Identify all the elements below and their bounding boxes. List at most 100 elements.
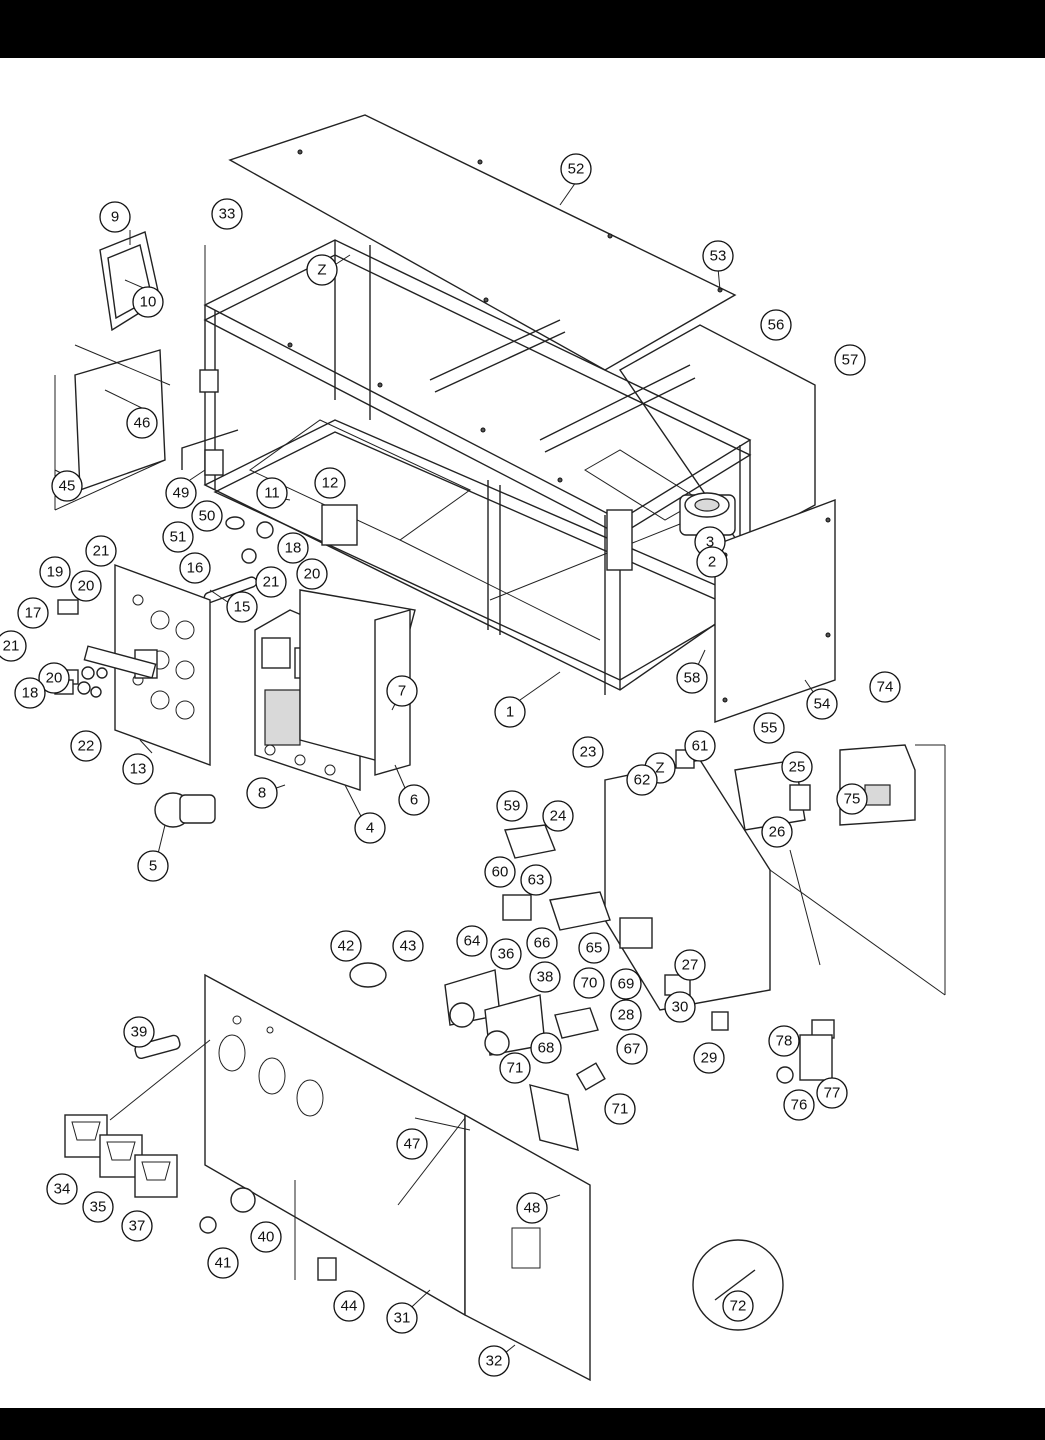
- toggle-71: [575, 1062, 606, 1091]
- relay-68: [554, 1007, 599, 1039]
- callout-circle: [722, 1290, 754, 1322]
- leader-a: [769, 869, 946, 996]
- callout-label: 34: [54, 1181, 71, 1198]
- callout-76: 76: [783, 1089, 815, 1121]
- callout-label: 39: [131, 1024, 148, 1041]
- switch-78-77: [776, 1019, 835, 1084]
- callout-50: 50: [191, 500, 223, 532]
- callout-circle: [207, 1247, 239, 1279]
- callout-46: 46: [126, 407, 158, 439]
- callout-label: 50: [199, 508, 216, 525]
- callout-71: 71: [499, 1052, 531, 1084]
- callout-circle: [693, 1042, 725, 1074]
- callout-circle: [70, 730, 102, 762]
- callout-68: 68: [530, 1032, 562, 1064]
- breaker-bracket: [299, 589, 416, 776]
- callout-24: 24: [542, 800, 574, 832]
- callout-37: 37: [121, 1210, 153, 1242]
- callout-label: 28: [618, 1007, 635, 1024]
- callout-26: 26: [761, 816, 793, 848]
- callout-label: 77: [824, 1085, 841, 1102]
- callout-32: 32: [478, 1345, 510, 1377]
- callout-circle: [456, 925, 488, 957]
- callout-label: 21: [93, 543, 110, 560]
- callout-circle: [99, 201, 131, 233]
- callout-label: 11: [264, 485, 280, 502]
- callout-31: 31: [386, 1302, 418, 1334]
- callout-label: 41: [215, 1255, 232, 1272]
- callout-label: 33: [219, 206, 236, 223]
- callout-52: 52: [560, 153, 592, 185]
- callout-62: 62: [626, 764, 658, 796]
- callout-label: 55: [761, 720, 778, 737]
- callout-circle: [836, 783, 868, 815]
- callout-label: 69: [618, 976, 635, 993]
- callout-57: 57: [834, 344, 866, 376]
- callout-circle: [162, 521, 194, 553]
- callout-circle: [702, 240, 734, 272]
- callout-65: 65: [578, 932, 610, 964]
- callout-circle: [396, 1128, 428, 1160]
- callout-label: 20: [46, 670, 63, 687]
- callout-circle: [499, 1052, 531, 1084]
- callout-9: 9: [99, 201, 131, 233]
- callout-circle: [51, 470, 83, 502]
- callout-circle: [333, 1290, 365, 1322]
- relay-70: [619, 917, 653, 949]
- callout-53: 53: [702, 240, 734, 272]
- callout-label: 21: [263, 574, 280, 591]
- callout-7: 7: [386, 675, 418, 707]
- callout-label: 24: [550, 808, 567, 825]
- callout-circle: [132, 286, 164, 318]
- callout-circle: [490, 938, 522, 970]
- callout-25: 25: [781, 751, 813, 783]
- callout-16: 16: [179, 552, 211, 584]
- callout-label: 76: [791, 1097, 808, 1114]
- callout-circle: [38, 662, 70, 694]
- terminal-64: [502, 894, 532, 921]
- callout-label: 19: [47, 564, 64, 581]
- callout-label: 74: [877, 679, 894, 696]
- callout-label: 64: [464, 933, 481, 950]
- callout-60: 60: [484, 856, 516, 888]
- callout-circle: [560, 153, 592, 185]
- callout-circle: [783, 1089, 815, 1121]
- circuit-board-71: [529, 1084, 579, 1151]
- callout-circle: [296, 558, 328, 590]
- callout-circle: [246, 777, 278, 809]
- callout-label: 53: [710, 248, 727, 265]
- callout-42: 42: [330, 930, 362, 962]
- callout-47: 47: [396, 1128, 428, 1160]
- callout-34: 34: [46, 1173, 78, 1205]
- callout-label: 68: [538, 1040, 555, 1057]
- callout-label: 67: [624, 1041, 641, 1058]
- callout-circle: [191, 500, 223, 532]
- callout-12: 12: [314, 467, 346, 499]
- callout-label: 49: [173, 485, 190, 502]
- callout-circle: [386, 1302, 418, 1334]
- callout-label: 15: [234, 599, 251, 616]
- callout-Z: Z: [306, 254, 338, 286]
- callout-circle: [70, 570, 102, 602]
- callout-label: Z: [655, 760, 664, 777]
- callout-circle: [255, 566, 287, 598]
- callout-circle: [676, 662, 708, 694]
- callout-40: 40: [250, 1221, 282, 1253]
- callout-circle: [14, 677, 46, 709]
- callout-17: 17: [17, 597, 49, 629]
- callout-label: 18: [22, 685, 39, 702]
- callout-18: 18: [14, 677, 46, 709]
- callout-23: 23: [572, 736, 604, 768]
- callout-56: 56: [760, 309, 792, 341]
- callout-circle: [46, 1173, 78, 1205]
- callout-label: 60: [492, 864, 509, 881]
- callout-circle: [520, 864, 552, 896]
- callout-circle: [572, 736, 604, 768]
- callout-label: 10: [140, 294, 157, 311]
- callout-label: 7: [398, 683, 406, 700]
- callout-label: 20: [304, 566, 321, 583]
- callout-label: 16: [187, 560, 204, 577]
- callout-label: 4: [366, 820, 374, 837]
- callout-circle: [82, 1191, 114, 1223]
